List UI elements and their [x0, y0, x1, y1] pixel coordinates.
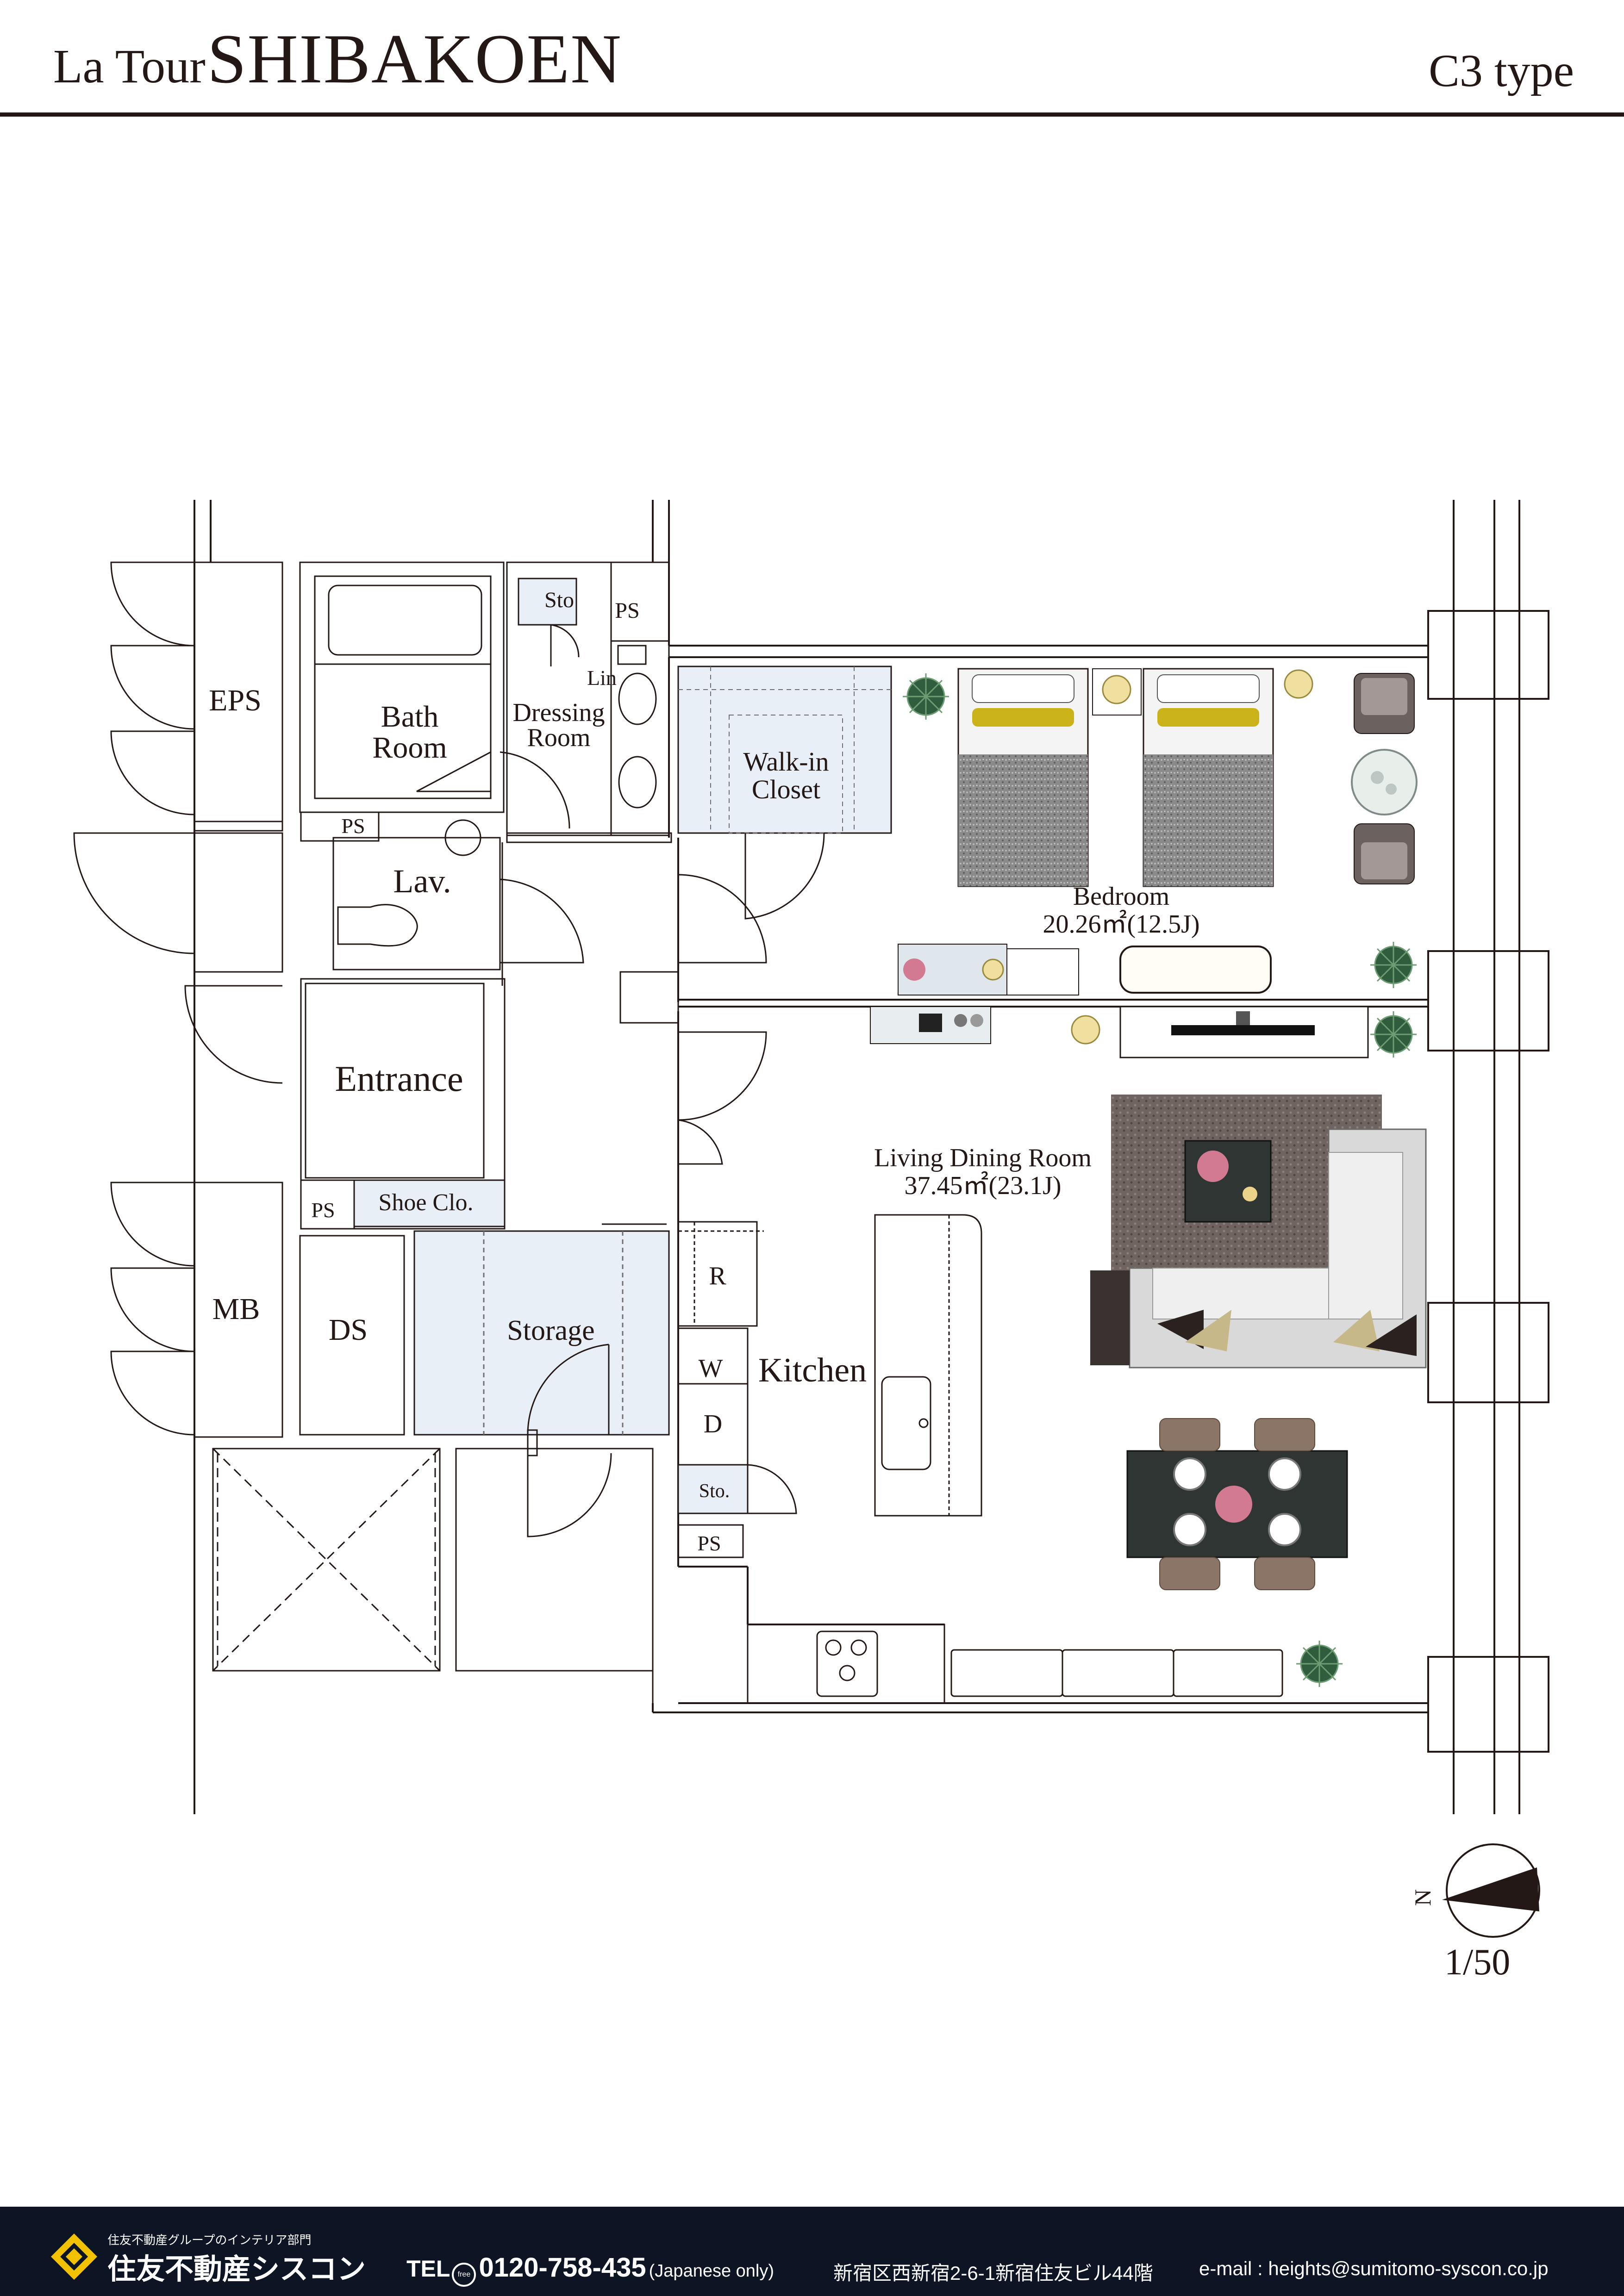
label-bedroom-line1: Bedroom: [1073, 882, 1169, 911]
label-ps-entrance: PS: [311, 1198, 335, 1222]
label-dressing-line1: Dressing: [512, 698, 605, 727]
label-r: R: [709, 1262, 726, 1290]
kitchen-fixtures: [677, 1214, 1283, 1704]
logo-mark-icon: [51, 2234, 97, 2280]
header: La Tour SHIBAKOEN C3 type: [0, 0, 1624, 120]
label-mb: MB: [212, 1292, 260, 1326]
tel-note: (Japanese only): [649, 2261, 775, 2281]
label-sto-top: Sto: [544, 588, 574, 612]
tel-prefix: TEL: [406, 2256, 450, 2282]
label-sto-kitchen: Sto.: [699, 1481, 730, 1502]
label-entrance: Entrance: [335, 1058, 463, 1099]
label-ds: DS: [329, 1313, 368, 1347]
label-storage: Storage: [507, 1315, 594, 1346]
label-shoe: Shoe Clo.: [378, 1189, 473, 1216]
label-lav: Lav.: [393, 863, 451, 900]
label-walkin-line2: Closet: [752, 774, 820, 804]
label-ldk-line2: 37.45㎡(23.1J): [904, 1171, 1061, 1200]
address: 新宿区西新宿2-6-1新宿住友ビル44階: [833, 2262, 1153, 2284]
company-subtitle: 住友不動産グループのインテリア部門: [107, 2233, 312, 2247]
compass-icon: N: [1410, 1843, 1540, 1938]
label-ps-top: PS: [615, 598, 639, 623]
label-eps: EPS: [209, 684, 262, 717]
living-furniture: [1090, 1095, 1427, 1590]
room-labels: EPS Bath Room Sto PS Lin Dressing Room W…: [209, 588, 1199, 1555]
label-ldk-line1: Living Dining Room: [874, 1144, 1092, 1172]
unit-type-label: C3 type: [1429, 45, 1574, 96]
label-ps-kitchen: PS: [697, 1531, 721, 1555]
label-lin: Lin: [587, 666, 617, 690]
label-bath-line2: Room: [372, 731, 447, 765]
label-walkin-line1: Walk-in: [743, 747, 829, 777]
company-name: 住友不動産シスコン: [107, 2253, 366, 2285]
walk-in-closet: [677, 666, 892, 920]
tel-number[interactable]: 0120-758-435: [479, 2252, 646, 2283]
label-kitchen: Kitchen: [758, 1351, 867, 1389]
free-dial-icon: free: [452, 2262, 476, 2287]
brand-title: La Tour SHIBAKOEN: [53, 19, 622, 99]
brand-big: SHIBAKOEN: [207, 20, 622, 98]
brand-small: La Tour: [53, 40, 206, 93]
label-bedroom-line2: 20.26㎡(12.5J): [1043, 910, 1199, 939]
label-bath-line1: Bath: [381, 700, 439, 734]
lav-entrance: [300, 811, 679, 1230]
label-dressing-line2: Room: [527, 723, 591, 752]
header-rule: [0, 112, 1624, 117]
label-ps-lav: PS: [341, 814, 365, 838]
compass-north-label: N: [1410, 1889, 1436, 1906]
email-link[interactable]: e-mail : heights@sumitomo-syscon.co.jp: [1199, 2258, 1549, 2279]
label-d: D: [704, 1410, 722, 1438]
plants: [903, 673, 1417, 1687]
bed-right: [1143, 668, 1274, 887]
bedroom-furniture: [870, 668, 1418, 1058]
storage-block: [212, 1230, 670, 1703]
floor-plan: EPS Bath Room Sto PS Lin Dressing Room W…: [73, 500, 1549, 1938]
left-doors: [73, 561, 283, 1438]
scale-label: 1/50: [1444, 1942, 1511, 1983]
bed-left: [957, 668, 1089, 887]
mid-doors: [602, 874, 767, 1225]
label-w: W: [699, 1354, 723, 1383]
wet-area-walls: [299, 561, 672, 843]
